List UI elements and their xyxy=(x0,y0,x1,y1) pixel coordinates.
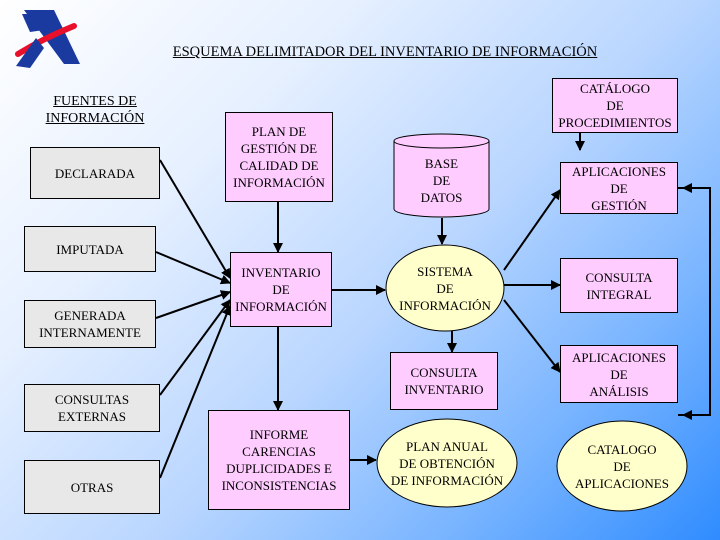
consulta-inventario: CONSULTA INVENTARIO xyxy=(390,352,498,410)
source-imputada: IMPUTADA xyxy=(24,226,156,272)
source-otras: OTRAS xyxy=(24,460,160,514)
catalogo-aplicaciones-label: CATALOGO DE APLICACIONES xyxy=(575,441,669,491)
source-consultas-externas: CONSULTAS EXTERNAS xyxy=(24,384,160,432)
catalogo-aplicaciones-ellipse xyxy=(556,420,688,512)
base-datos-cylinder xyxy=(393,133,490,218)
sources-heading: FUENTES DE INFORMACIÓN xyxy=(45,94,145,126)
plan-anual-ellipse xyxy=(376,418,518,508)
source-declarada: DECLARADA xyxy=(30,147,160,199)
catalogo-procedimientos: CATÁLOGO DE PROCEDIMIENTOS xyxy=(552,78,678,133)
aplicaciones-gestion: APLICACIONES DE GESTIÓN xyxy=(560,162,678,214)
plan-gestion-calidad: PLAN DE GESTIÓN DE CALIDAD DE INFORMACIÓ… xyxy=(225,112,333,202)
diagram-title: ESQUEMA DELIMITADOR DEL INVENTARIO DE IN… xyxy=(172,44,598,60)
consulta-integral: CONSULTA INTEGRAL xyxy=(560,258,678,313)
source-generada-internamente: GENERADA INTERNAMENTE xyxy=(24,300,156,348)
informe-carencias: INFORME CARENCIAS DUPLICIDADES E INCONSI… xyxy=(208,410,350,510)
aplicaciones-analisis: APLICACIONES DE ANÁLISIS xyxy=(560,345,678,403)
sistema-ellipse xyxy=(385,244,505,332)
base-datos-label: BASE DE DATOS xyxy=(420,156,463,205)
plan-anual-label: PLAN ANUAL DE OBTENCIÓN DE INFORMACIÓN xyxy=(390,438,504,488)
agency-logo xyxy=(15,10,80,68)
inventario-informacion: INVENTARIO DE INFORMACIÓN xyxy=(230,252,332,327)
sistema-informacion-label: SISTEMA DE INFORMACIÓN xyxy=(399,263,491,313)
